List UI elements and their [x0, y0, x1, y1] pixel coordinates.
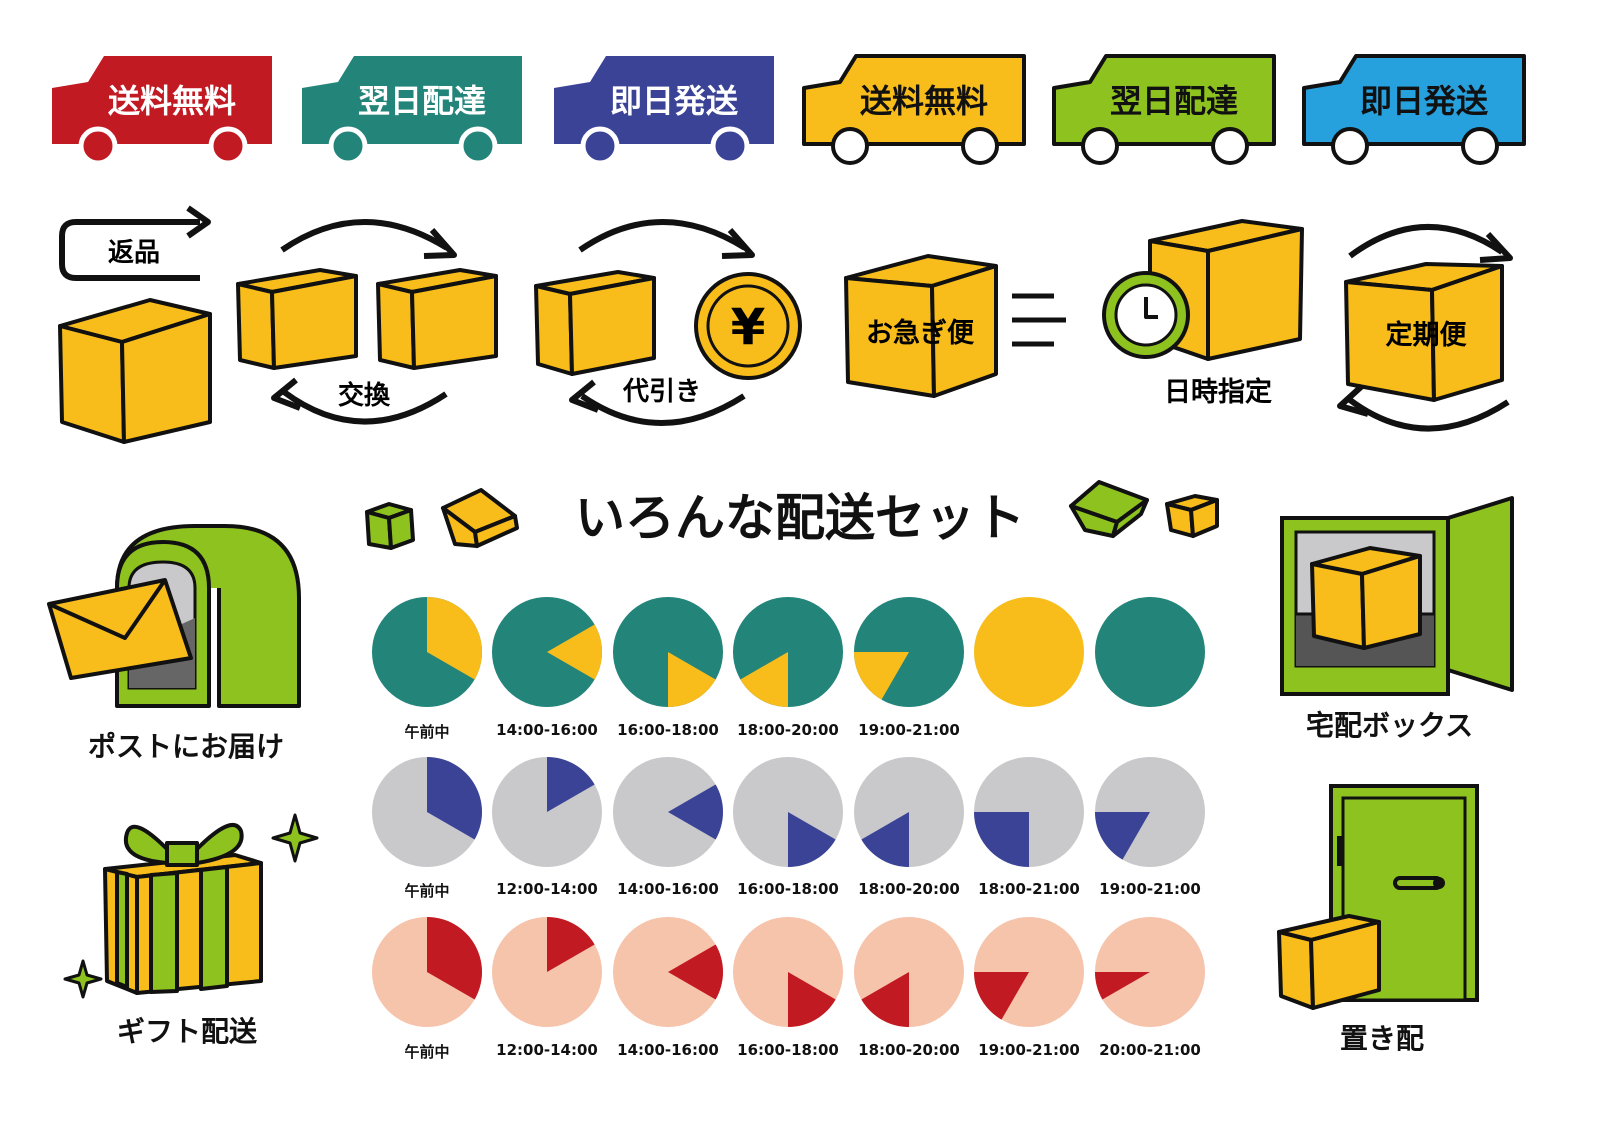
time-slot-pie	[854, 757, 964, 867]
title-decorations	[365, 480, 1219, 550]
time-slot-label: 12:00-14:00	[496, 1041, 598, 1059]
time-slot-wedge	[547, 917, 595, 972]
gift-label: ギフト配送	[117, 1015, 258, 1048]
time-slot-wedge	[668, 652, 716, 707]
time-slot-label: 午前中	[404, 1043, 450, 1061]
delivery-box-label: 宅配ボックス	[1306, 709, 1474, 742]
time-slot-pie	[854, 597, 964, 707]
time-slot-pie	[974, 917, 1084, 1027]
datetime-label: 日時指定	[1164, 376, 1272, 408]
time-slot-pie	[733, 597, 843, 707]
mailbox-icon	[47, 524, 301, 708]
truck-label: 翌日配達	[358, 82, 486, 120]
subscription-icon: 定期便	[1337, 224, 1513, 432]
time-slot-label: 14:00-16:00	[617, 880, 719, 898]
post-label: ポストにお届け	[88, 730, 285, 763]
time-slot-label: 16:00-18:00	[737, 880, 839, 898]
exchange-icon: 交換	[236, 219, 498, 425]
time-slot-wedge	[427, 597, 482, 680]
time-slot-pie	[733, 917, 843, 1027]
time-slot-pie	[1095, 917, 1205, 1027]
time-slot-pie	[613, 917, 723, 1027]
time-slot-label: 16:00-18:00	[617, 721, 719, 739]
okihai-label: 置き配	[1340, 1022, 1425, 1055]
express-icon: お急ぎ便	[844, 254, 1066, 398]
time-slot-pie	[372, 597, 482, 707]
time-slot-pie	[613, 597, 723, 707]
truck-badge: 翌日配達	[302, 56, 522, 166]
express-label: お急ぎ便	[866, 317, 975, 349]
time-slot-wedge	[668, 944, 723, 1000]
delivery-box-icon	[1280, 496, 1514, 696]
time-slot-pie	[733, 757, 843, 867]
time-slot-wedge	[861, 972, 909, 1027]
time-slot-wedge	[740, 652, 788, 707]
yen-symbol: ¥	[731, 298, 766, 356]
time-slot-label: 14:00-16:00	[617, 1041, 719, 1059]
time-slot-label: 19:00-21:00	[1099, 880, 1201, 898]
time-slot-wedge	[1095, 972, 1150, 1000]
time-slot-label: 12:00-14:00	[496, 880, 598, 898]
time-slot-label: 20:00-21:00	[1099, 1041, 1201, 1059]
time-slot-wedge	[861, 812, 909, 867]
return-label: 返品	[108, 238, 160, 268]
time-slot-wedge	[974, 972, 1029, 1020]
exchange-label: 交換	[338, 380, 391, 411]
time-slot-wedge	[788, 972, 836, 1027]
time-slot-pie	[372, 917, 482, 1027]
gift-icon	[63, 813, 319, 999]
truck-label: 即日発送	[610, 82, 738, 120]
return-icon: 返品	[58, 205, 212, 444]
time-slot-pie	[1095, 757, 1205, 867]
cod-icon: ¥ 代引き	[534, 219, 802, 426]
time-slot-pie	[492, 917, 602, 1027]
cod-label: 代引き	[622, 377, 701, 407]
truck-badge: 即日発送	[554, 56, 774, 166]
time-slot-wedge	[427, 917, 482, 1000]
time-slot-pie	[613, 757, 723, 867]
truck-badge: 翌日配達	[1052, 54, 1276, 165]
time-slot-wedge	[668, 784, 723, 840]
time-slot-label: 18:00-20:00	[737, 721, 839, 739]
time-slot-label: 午前中	[404, 723, 450, 741]
datetime-icon: 日時指定	[1102, 219, 1304, 408]
time-slot-label: 午前中	[404, 882, 450, 900]
truck-label: 送料無料	[860, 82, 988, 120]
truck-label: 即日発送	[1360, 82, 1488, 120]
time-slot-pie	[492, 757, 602, 867]
time-slot-wedge	[547, 624, 602, 680]
time-slot-label: 19:00-21:00	[978, 1041, 1080, 1059]
time-slot-pie	[1095, 597, 1205, 707]
truck-label: 送料無料	[108, 82, 236, 120]
page-title: いろんな配送セット	[575, 489, 1025, 547]
time-slot-pie	[372, 757, 482, 867]
truck-badge: 送料無料	[802, 54, 1026, 165]
okihai-icon	[1277, 784, 1479, 1010]
time-slot-pie	[974, 757, 1084, 867]
time-slot-pie	[492, 597, 602, 707]
truck-badge: 送料無料	[52, 56, 272, 166]
time-slot-wedge	[854, 652, 909, 700]
time-slot-label: 18:00-21:00	[978, 880, 1080, 898]
time-slot-label: 19:00-21:00	[858, 721, 960, 739]
time-slot-wedge	[974, 812, 1029, 867]
truck-badge: 即日発送	[1302, 54, 1526, 165]
time-slot-wedge	[427, 757, 482, 840]
time-slot-wedge	[547, 757, 595, 812]
truck-label: 翌日配達	[1110, 82, 1238, 120]
subscription-label: 定期便	[1386, 319, 1468, 351]
time-slot-label: 18:00-20:00	[858, 1041, 960, 1059]
time-slot-pie	[974, 597, 1084, 707]
time-slot-label: 18:00-20:00	[858, 880, 960, 898]
time-slot-pie	[854, 917, 964, 1027]
time-slot-label: 14:00-16:00	[496, 721, 598, 739]
time-slot-wedge	[788, 812, 836, 867]
time-slot-label: 16:00-18:00	[737, 1041, 839, 1059]
time-slot-wedge	[1095, 812, 1150, 860]
